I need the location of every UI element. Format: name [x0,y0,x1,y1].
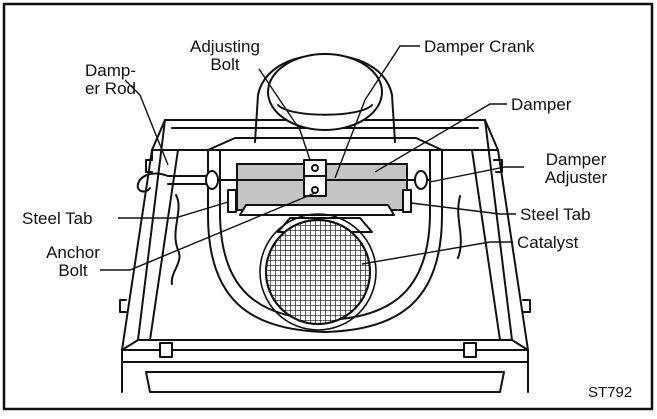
leader-catalyst [361,241,513,265]
leader-adjusting-bolt [258,68,311,161]
label-damper-adjuster-line2: Adjuster [544,168,608,187]
label-steel-tab-right: Steel Tab [520,205,591,224]
label-damper-rod: Damp- er Rod [76,62,136,98]
leader-steel-tab-left [118,201,229,219]
label-damper-rod-line2: er Rod [84,79,136,98]
label-damper-adjuster: Damper Adjuster [528,151,624,187]
label-adjusting-bolt-line2: Bolt [210,55,240,74]
figure-border [2,2,654,411]
leader-damper [374,103,507,173]
label-catalyst: Catalyst [517,233,579,252]
figure-id-label: ST792 [588,384,633,401]
leader-anchor-bolt [100,192,316,271]
leader-steel-tab-right [410,202,516,215]
label-damper-rod-line1: Damp- [84,61,136,80]
leader-damper-adjuster [429,166,524,183]
stove-body [119,53,531,393]
leader-damper-rod [124,79,169,166]
leader-damper-crank [334,45,420,179]
label-steel-tab-left: Steel Tab [22,209,93,228]
label-adjusting-bolt: Adjusting Bolt [190,38,260,74]
label-damper-adjuster-line1: Damper [545,150,607,169]
leader-lines [100,45,524,271]
label-anchor-bolt-line2: Bolt [58,261,88,280]
label-anchor-bolt: Anchor Bolt [40,244,106,280]
label-damper: Damper [511,95,572,114]
label-anchor-bolt-line1: Anchor [46,243,100,262]
label-damper-crank: Damper Crank [424,37,535,56]
label-adjusting-bolt-line1: Adjusting [190,37,260,56]
